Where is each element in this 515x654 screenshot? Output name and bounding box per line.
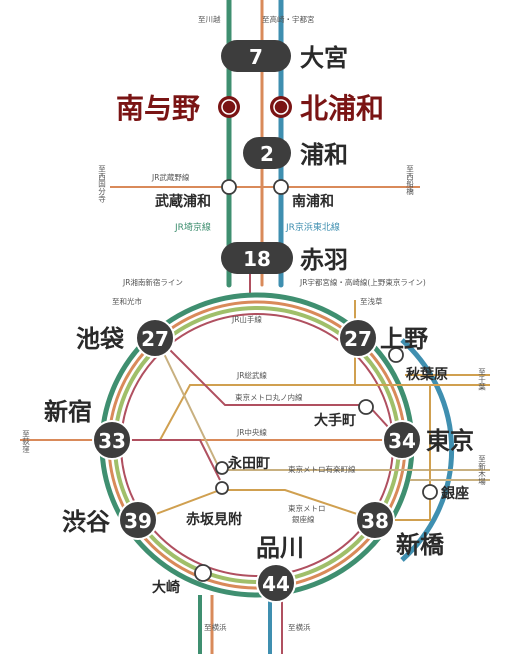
pill-bubbles: 7 2 18	[221, 40, 293, 274]
shibuya-minutes: 39	[124, 509, 152, 533]
tokyo-name: 東京	[426, 427, 474, 455]
ikebukuro-name: 池袋	[76, 325, 125, 353]
urawa-minutes: 2	[260, 142, 274, 166]
round-bubbles: 27 27 33 34 39 38 44	[92, 318, 422, 603]
dir-chiba: 至千葉	[477, 368, 486, 392]
target-markers	[218, 96, 292, 118]
akasakamitsuke-name: 赤坂見附	[186, 511, 242, 528]
omiya-name: 大宮	[300, 44, 348, 72]
label-yamanote: JR山手線	[231, 314, 262, 324]
musashiurawa-marker	[221, 179, 237, 195]
label-marunouchi: 東京メトロ丸ノ内線	[235, 392, 303, 402]
label-keihin: JR京浜東北線	[285, 221, 340, 233]
label-chuo: JR中央線	[236, 427, 267, 437]
shinjuku-minutes: 33	[98, 429, 126, 453]
otemachi-marker	[358, 399, 374, 415]
dir-kawagoe: 至川越	[198, 14, 221, 24]
dir-shinkiba: 至新木場	[477, 455, 486, 487]
label-utsunomiya: JR宇都宮線・高崎線(上野東京ライン)	[299, 277, 426, 287]
line-labels: JR武蔵野線 JR埼京線 JR京浜東北線 JR湘南新宿ライン JR宇都宮線・高崎…	[122, 172, 426, 524]
akihabara-name: 秋葉原	[406, 366, 448, 383]
akabane-name: 赤羽	[300, 246, 348, 274]
dir-nishifunabashi: 至西船橋	[405, 165, 414, 197]
ueno-minutes: 27	[344, 327, 372, 351]
minamiurawa-marker	[273, 179, 289, 195]
dir-asakusa: 至浅草	[360, 296, 383, 306]
ginza-name: 銀座	[441, 485, 469, 502]
dir-yokohama-left: 至横浜	[204, 622, 227, 632]
direction-labels: 至川越 至高崎・宇都宮 至和光市 至浅草 至横浜 至横浜	[112, 14, 383, 632]
shimbashi-name: 新橋	[396, 531, 445, 559]
shinjuku-name: 新宿	[44, 398, 92, 426]
ginza-marker	[422, 484, 438, 500]
otemachi-name: 大手町	[314, 412, 356, 429]
dir-ogikubo: 至荻窪	[21, 430, 30, 454]
akihabara-marker	[388, 347, 404, 363]
label-shonan: JR湘南新宿ライン	[122, 277, 183, 287]
transfer-stations	[194, 179, 438, 582]
label-sobu: JR総武線	[236, 370, 267, 380]
label-ginza-2: 銀座線	[292, 514, 315, 524]
label-ginza-1: 東京メトロ	[288, 503, 326, 513]
dir-wakoshi: 至和光市	[112, 296, 142, 306]
nagatacho-name: 永田町	[227, 455, 270, 472]
osaki-name: 大崎	[152, 579, 180, 596]
station-names: 大宮 南与野 北浦和 浦和 武蔵浦和 南浦和 赤羽 池袋 上野 秋葉原 大手町 …	[44, 44, 474, 596]
akabane-minutes: 18	[243, 247, 271, 271]
minamiyono-name: 南与野	[116, 92, 200, 125]
minamiurawa-name: 南浦和	[292, 193, 334, 210]
omiya-minutes: 7	[249, 45, 263, 69]
dir-nishikokubunji: 至西国分寺	[97, 165, 106, 203]
label-yurakucho: 東京メトロ有楽町線	[288, 464, 356, 474]
label-saikyo: JR埼京線	[174, 221, 211, 233]
osaki-marker	[194, 564, 212, 582]
shinagawa-name: 品川	[256, 534, 304, 562]
ueno-name: 上野	[380, 325, 428, 353]
ikebukuro-minutes: 27	[141, 327, 169, 351]
dir-yokohama-right: 至横浜	[288, 622, 311, 632]
shimbashi-minutes: 38	[361, 509, 389, 533]
shinagawa-minutes: 44	[262, 572, 290, 596]
shibuya-name: 渋谷	[62, 508, 111, 536]
ginza-line	[139, 300, 431, 521]
kitaurawa-name: 北浦和	[300, 92, 384, 125]
inner-lines	[20, 300, 490, 654]
nagatacho-marker	[215, 461, 229, 475]
musashiurawa-name: 武蔵浦和	[155, 193, 211, 210]
tokyo-minutes: 34	[388, 429, 416, 453]
label-musashino: JR武蔵野線	[151, 172, 190, 182]
akasakamitsuke-marker	[215, 481, 229, 495]
vertical-direction-labels: 至西国分寺 至西船橋 至千葉 至荻窪 至新木場	[21, 165, 486, 487]
urawa-name: 浦和	[300, 141, 348, 169]
dir-takasaki: 至高崎・宇都宮	[262, 14, 315, 24]
